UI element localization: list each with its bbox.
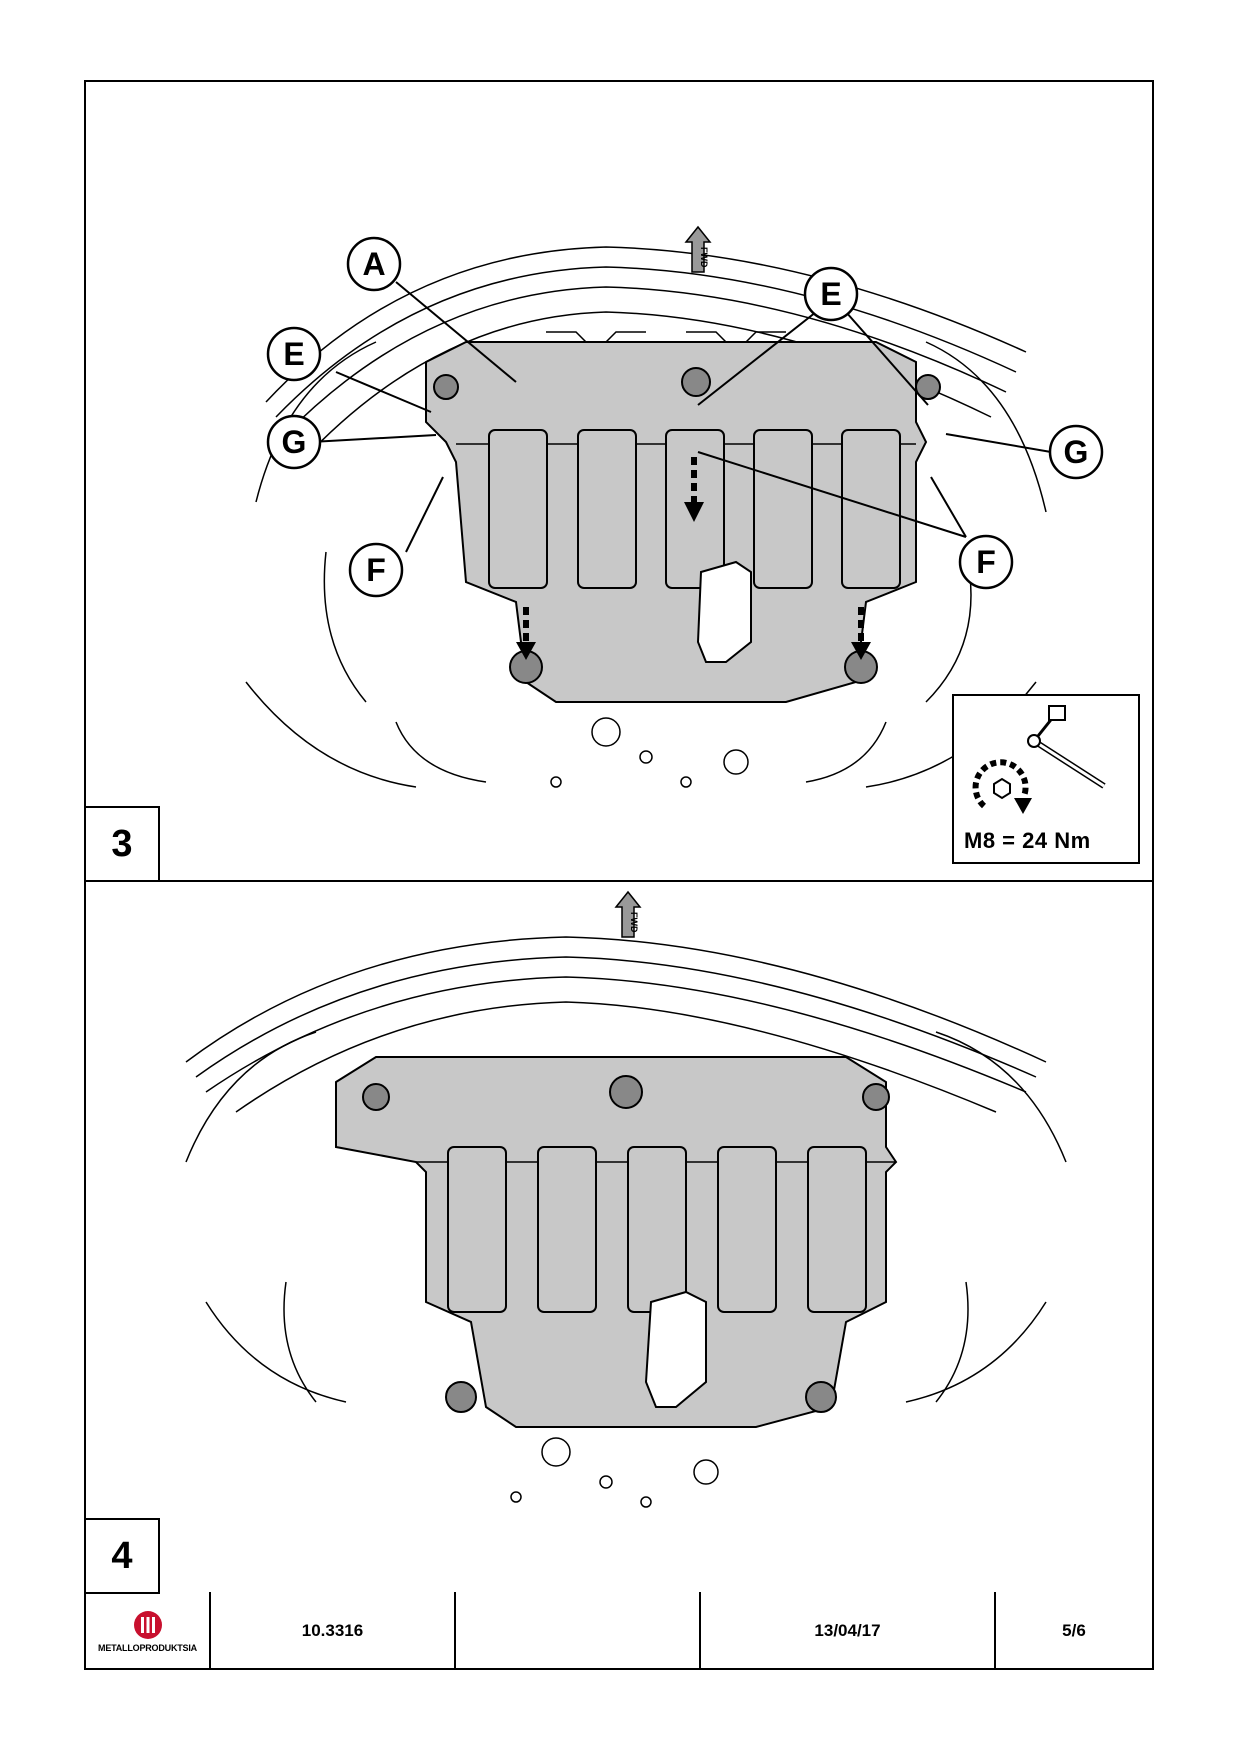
ratchet-wrench-icon: [972, 705, 1106, 814]
step-4-panel: FWD 4: [84, 882, 1152, 1594]
callout-circles: [266, 236, 1104, 598]
title-block: METALLOPRODUKTSIA 10.3316 13/04/17 5/6: [86, 1592, 1152, 1670]
torque-value: M8 = 24 Nm: [964, 828, 1091, 853]
step-3-panel: FWD: [84, 82, 1152, 882]
callout-a: A: [362, 246, 385, 282]
vehicle-underbody-lines: [245, 246, 1047, 788]
svg-text:FWD: FWD: [629, 912, 639, 933]
step-4-drawing: FWD: [185, 890, 1067, 1508]
logo-cell: METALLOPRODUKTSIA: [86, 1592, 211, 1670]
blank-field: [456, 1592, 701, 1670]
page-number: 5/6: [1062, 1621, 1086, 1640]
step-3-drawing: FWD: [245, 225, 1104, 788]
callout-e-right: E: [820, 276, 841, 312]
callout-g-left: G: [282, 424, 307, 460]
step-number-4: 4: [84, 1518, 160, 1594]
instruction-sheet: FWD: [84, 80, 1154, 1670]
fwd-arrow-4: FWD: [614, 890, 642, 938]
date-field: 13/04/17: [701, 1592, 996, 1670]
company-logo-icon: [133, 1610, 162, 1639]
torque-spec-box: M8 = 24 Nm: [952, 694, 1140, 864]
callout-leaders: [310, 281, 1052, 553]
fwd-arrow-3: FWD: [684, 225, 712, 273]
installed-bolts: [362, 1075, 890, 1413]
mounting-bolts: [433, 367, 941, 684]
part-number: 10.3316: [211, 1592, 456, 1670]
callout-f-left: F: [366, 552, 386, 588]
vehicle-underbody-lines-4: [185, 936, 1067, 1508]
callout-f-right: F: [976, 544, 996, 580]
logo-text: METALLOPRODUKTSIA: [98, 1642, 197, 1653]
svg-text:FWD: FWD: [699, 247, 709, 268]
callout-e-left: E: [283, 336, 304, 372]
install-arrows: [523, 457, 864, 647]
callout-g-right: G: [1064, 434, 1089, 470]
step-number-3: 3: [84, 806, 160, 882]
